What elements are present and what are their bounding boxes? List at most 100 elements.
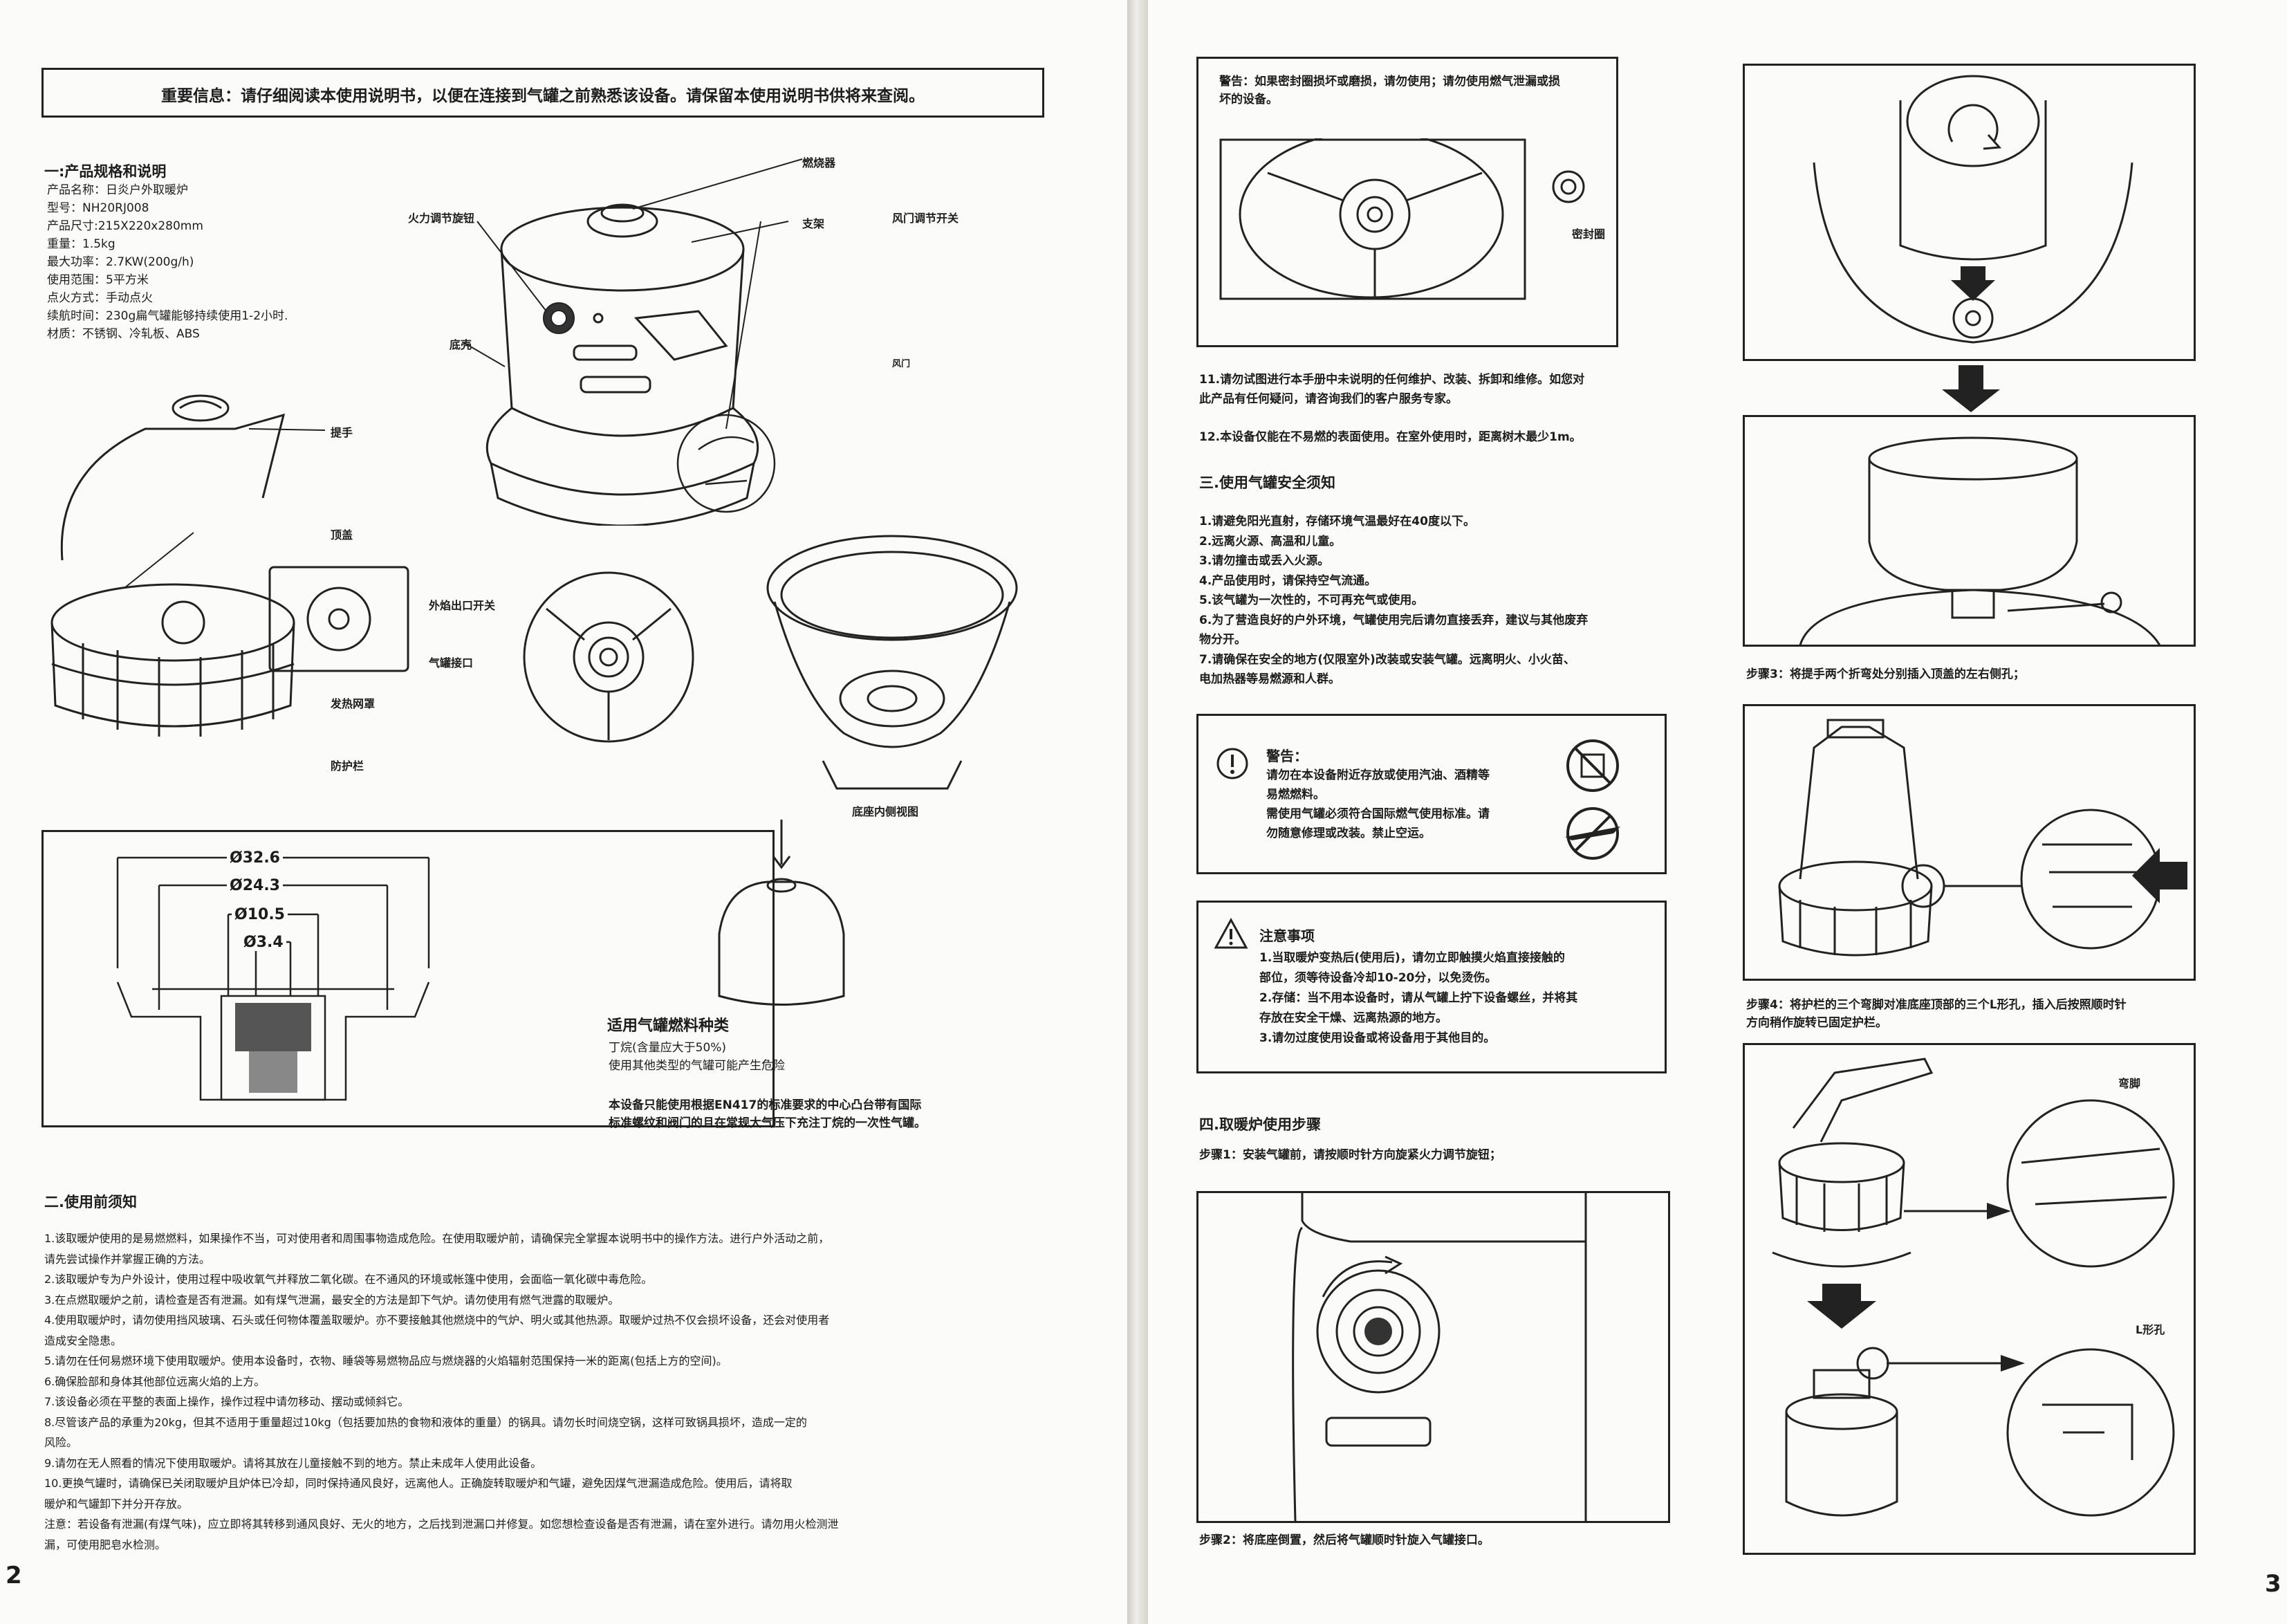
fuel-line: 使用其他类型的气罐可能产生危险	[609, 1059, 785, 1073]
label-base-shell: 底壳	[450, 338, 472, 351]
step4-illustration: 弯脚 L形孔	[1743, 1043, 2196, 1555]
pre-item: 9.请勿在无人照看的情况下使用取暖炉。请将其放在儿童接触不到的地方。禁止未成年人…	[44, 1456, 542, 1470]
fuel-title: 适用气罐燃料种类	[607, 1017, 730, 1035]
warning-icon	[1216, 748, 1248, 779]
label-guard: 防护栏	[331, 759, 364, 773]
pre-item: 10.更换气罐时，请确保已关闭取暖炉且炉体已冷却，同时保持通风良好，远离他人。正…	[44, 1477, 793, 1490]
step-3: 步骤3：将提手两个折弯处分别插入顶盖的左右侧孔；	[1746, 667, 2025, 681]
pre-item: 5.请勿在任何易燃环境下使用取暖炉。使用本设备时，衣物、睡袋等易燃物品应与燃烧器…	[44, 1354, 728, 1367]
step3-illustration	[1743, 415, 2196, 647]
pre-title: 二.使用前须知	[44, 1194, 137, 1210]
no-fuel-icon	[1566, 739, 1619, 792]
label-seal: 密封圈	[1572, 228, 1606, 241]
fuel-note: 本设备只能使用根据EN417的标准要求的中心凸台带有国际 标准螺纹和阀门的且在常…	[609, 1096, 926, 1132]
pre-item: 请先尝试操作并掌握正确的方法。	[44, 1252, 211, 1266]
spec-item: 续航时间：230g扁气罐能够持续使用1-2小时.	[47, 309, 288, 323]
label-burner: 燃烧器	[802, 156, 836, 169]
pre-item: 暖炉和气罐卸下并分开存放。	[44, 1497, 189, 1511]
warning-box: 警告： 请勿在本设备附近存放或使用汽油、酒精等 易燃燃料。 需使用气罐必须符合国…	[1196, 714, 1667, 874]
warning-line: 勿随意修理或改装。禁止空运。	[1266, 827, 1431, 840]
step-2: 步骤2：将底座倒置，然后将气罐顺时针旋入气罐接口。	[1199, 1533, 1490, 1547]
warning-line: 需使用气罐必须符合国际燃气使用标准。请	[1266, 807, 1490, 821]
spec-item: 使用范围：5平方米	[47, 273, 149, 287]
fuel-note-line: 本设备只能使用根据EN417的标准要求的中心凸台带有国际	[609, 1098, 922, 1112]
caution-lines: 1.当取暖炉变热后(使用后)，请勿立即触摸火焰直接接触的 部位，须等待设备冷却1…	[1259, 948, 1577, 1049]
dim-10-5: Ø10.5	[232, 906, 288, 923]
safety-title: 三.使用气罐安全须知	[1199, 474, 1335, 491]
safety-item: 物分开。	[1199, 633, 1246, 647]
safety-item: 3.请勿撞击或丢入火源。	[1199, 554, 1330, 568]
left-page: 重要信息：请仔细阅读本使用说明书，以便在连接到气罐之前熟悉该设备。请保留本使用说…	[0, 0, 1127, 1624]
caution-line: 存放在安全干燥、远离热源的地方。	[1259, 1011, 1447, 1025]
pre-item: 2.该取暖炉专为户外设计，使用过程中吸收氧气并释放二氧化碳。在不通风的环境或帐篷…	[44, 1273, 653, 1286]
label-fire-knob: 火力调节旋钮	[408, 212, 475, 225]
dim-3-4: Ø3.4	[241, 934, 286, 951]
gas-canister-drawing	[718, 820, 845, 1006]
dim-24-3: Ø24.3	[227, 877, 283, 894]
caution-title: 注意事项	[1259, 928, 1315, 944]
seal-warning: 警告：如果密封圈损坏或磨损，请勿使用；请勿使用燃气泄漏或损 坏的设备。	[1219, 73, 1560, 109]
warning-lines: 请勿在本设备附近存放或使用汽油、酒精等 易燃燃料。 需使用气罐必须符合国际燃气使…	[1266, 766, 1490, 843]
spec-item: 产品名称：日炎户外取暖炉	[47, 183, 188, 197]
pre-list: 1.该取暖炉使用的是易燃燃料，如果操作不当，可对使用者和周围事物造成危险。在使用…	[44, 1228, 839, 1555]
item-11: 11.请勿试图进行本手册中未说明的任何维护、改装、拆卸和维修。如您对 此产品有任…	[1199, 370, 1584, 409]
label-bracket: 支架	[802, 217, 825, 230]
caution-line: 3.请勿过度使用设备或将设备用于其他目的。	[1259, 1031, 1496, 1045]
pre-item: 7.该设备必须在平整的表面上操作，操作过程中请勿移动、摆动或倾斜它。	[44, 1395, 409, 1408]
no-airplane-icon	[1565, 807, 1620, 860]
caution-line: 部位，须等待设备冷却10-20分，以免烫伤。	[1259, 971, 1497, 985]
pre-item: 1.该取暖炉使用的是易燃燃料，如果操作不当，可对使用者和周围事物造成危险。在使用…	[44, 1232, 830, 1245]
pre-item: 漏，可使用肥皂水检测。	[44, 1538, 167, 1551]
pre-item: 8.尽管该产品的承重为20kg，但其不适用于重量超过10kg（包括要加热的食物和…	[44, 1415, 807, 1429]
down-arrow-icon	[1942, 365, 2000, 412]
pre-item: 注意：若设备有泄漏(有煤气味)，应立即将其转移到通风良好、无火的地方，之后找到泄…	[44, 1517, 839, 1531]
book-fold	[1127, 0, 1148, 1624]
safety-item: 6.为了营造良好的户外环境，气罐使用完后请勿直接丢弃，建议与其他废弃	[1199, 613, 1589, 627]
safety-item: 5.该气罐为一次性的，不可再充气或使用。	[1199, 593, 1424, 607]
fuel-note-line: 标准螺纹和阀门的且在常规大气压下充注丁烷的一次性气罐。	[609, 1116, 926, 1130]
label-air-door: 风门	[892, 359, 911, 369]
steps-title: 四.取暖炉使用步骤	[1199, 1116, 1321, 1133]
safety-item: 1.请避免阳光直射，存储环境气温最好在40度以下。	[1199, 515, 1475, 528]
important-notice: 重要信息：请仔细阅读本使用说明书，以便在连接到气罐之前熟悉该设备。请保留本使用说…	[161, 87, 925, 105]
safety-item: 2.远离火源、高温和儿童。	[1199, 534, 1342, 548]
label-heat-net: 发热网罩	[331, 697, 376, 710]
fuel-lines: 丁烷(含量应大于50%) 使用其他类型的气罐可能产生危险	[609, 1039, 785, 1075]
label-bent-foot: 弯脚	[2118, 1077, 2141, 1090]
dimension-drawing	[116, 856, 430, 1101]
safety-item: 电加热器等易燃源和人群。	[1199, 672, 1340, 686]
label-air-switch: 风门调节开关	[892, 212, 959, 225]
pre-item: 4.使用取暖炉时，请勿使用挡风玻璃、石头或任何物体覆盖取暖炉。亦不要接触其他燃烧…	[44, 1313, 830, 1327]
pre-item: 3.在点燃取暖炉之前，请检查是否有泄漏。如有煤气泄漏，最安全的方法是卸下气炉。请…	[44, 1293, 620, 1307]
spec-item: 产品尺寸:215X220x280mm	[47, 219, 203, 233]
spec-item: 重量：1.5kg	[47, 237, 115, 251]
seal-drawing	[1219, 138, 1585, 300]
dimension-diagram	[41, 830, 775, 1127]
spec-item: 型号：NH20RJ008	[47, 201, 149, 215]
caution-line: 1.当取暖炉变热后(使用后)，请勿立即触摸火焰直接接触的	[1259, 951, 1565, 965]
page-number-left: 2	[6, 1562, 22, 1589]
step-1: 步骤1：安装气罐前，请按顺时针方向旋紧火力调节旋钮；	[1199, 1148, 1501, 1162]
pre-item: 6.确保脸部和身体其他部位远离火焰的上方。	[44, 1374, 266, 1388]
step3-handle-illustration	[1743, 704, 2196, 981]
item-11-line: 此产品有任何疑问，请咨询我们的客户服务专家。	[1199, 392, 1458, 406]
label-gas-port: 气罐接口	[429, 656, 474, 670]
heater-drawing	[463, 158, 803, 526]
label-outer-switch: 外焰出口开关	[429, 599, 496, 612]
warning-line: 请勿在本设备附近存放或使用汽油、酒精等	[1266, 768, 1490, 782]
spec-item: 点火方式：手动点火	[47, 291, 153, 305]
spec-list: 产品名称：日炎户外取暖炉 型号：NH20RJ008 产品尺寸:215X220x2…	[47, 181, 288, 343]
warning-title: 警告：	[1266, 748, 1308, 764]
seal-warning-line: 警告：如果密封圈损坏或磨损，请勿使用；请勿使用燃气泄漏或损	[1219, 75, 1560, 89]
item-12: 12.本设备仅能在不易燃的表面使用。在室外使用时，距离树木最少1m。	[1199, 430, 1582, 444]
label-handle: 提手	[331, 426, 353, 439]
step3-drawing	[1799, 436, 2161, 645]
label-l-hole: L形孔	[2136, 1323, 2165, 1336]
safety-list: 1.请避免阳光直射，存储环境气温最好在40度以下。 2.远离火源、高温和儿童。 …	[1199, 512, 1588, 690]
right-page: 警告：如果密封圈损坏或磨损，请勿使用；请勿使用燃气泄漏或损 坏的设备。 密封圈 …	[1148, 0, 2287, 1624]
seal-warning-line: 坏的设备。	[1219, 93, 1278, 107]
step4-drawing	[1772, 1058, 2175, 1517]
safety-item: 7.请确保在安全的地方(仅限室外)改装或安装气罐。远离明火、小火苗、	[1199, 652, 1575, 667]
page-number-right: 3	[2265, 1570, 2281, 1598]
step-4-line: 步骤4：将护栏的三个弯脚对准底座顶部的三个L形孔，插入后按照顺时针	[1746, 998, 2127, 1012]
